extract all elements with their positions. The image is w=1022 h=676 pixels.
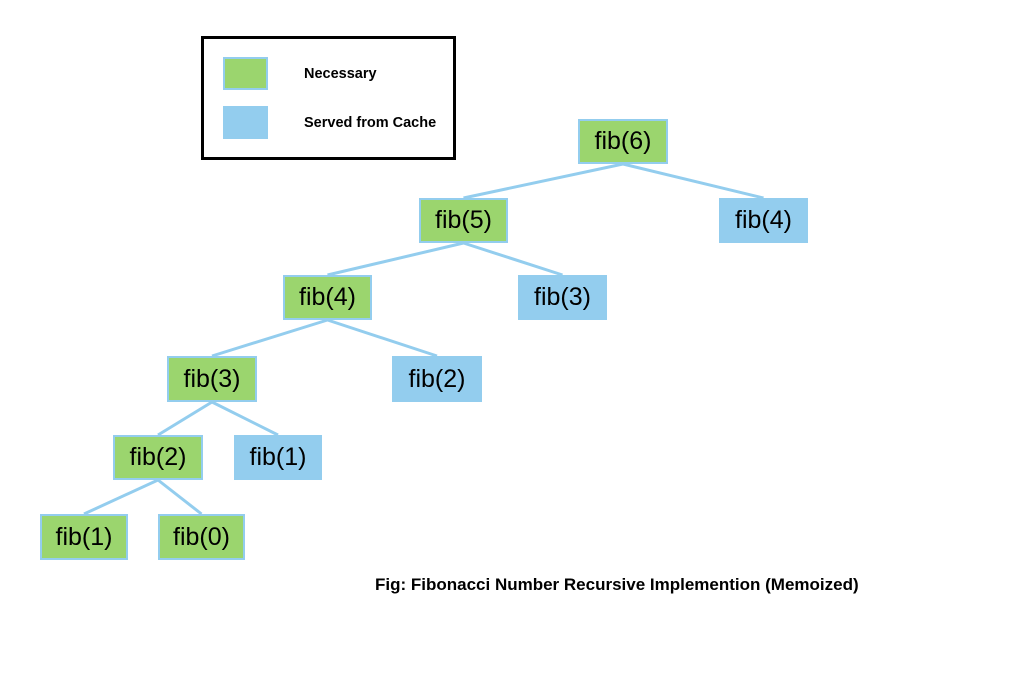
legend-row-cached: Served from Cache [223,106,436,139]
tree-edge-n1-n3 [327,241,464,277]
tree-edge-n0-n1 [463,162,624,200]
tree-node-label: fib(1) [249,443,307,471]
tree-node-label: fib(3) [534,283,591,311]
legend-box: Necessary Served from Cache [201,36,456,160]
tree-node-n9: fib(1) [40,514,128,560]
tree-node-label: fib(6) [594,127,652,155]
tree-node-n4: fib(3) [518,275,607,320]
tree-node-n6: fib(2) [392,356,482,402]
legend-label-cached: Served from Cache [304,114,437,131]
tree-edge-n5-n8 [211,400,279,437]
tree-node-n5: fib(3) [167,356,257,402]
figure-caption: Fig: Fibonacci Number Recursive Implemen… [375,575,859,594]
tree-node-n7: fib(2) [113,435,203,480]
tree-edge-n3-n5 [211,318,328,358]
tree-node-label: fib(4) [735,206,792,234]
tree-edge-n7-n9 [83,478,159,516]
tree-node-n10: fib(0) [158,514,245,560]
tree-node-n3: fib(4) [283,275,372,320]
tree-edge-n0-n2 [622,162,764,200]
tree-node-label: fib(0) [173,522,230,551]
tree-node-label: fib(4) [299,283,356,311]
tree-node-label: fib(3) [183,364,241,393]
tree-edge-n5-n7 [157,400,213,437]
legend-swatch-cached [223,106,268,139]
legend-row-necessary: Necessary [223,57,377,90]
tree-node-n0: fib(6) [578,119,668,164]
tree-node-label: fib(1) [55,522,113,551]
legend-label-necessary: Necessary [304,65,377,82]
tree-node-label: fib(2) [408,364,466,393]
legend-swatch-necessary [223,57,268,90]
tree-node-label: fib(5) [435,206,492,234]
tree-node-n2: fib(4) [719,198,808,243]
tree-edge-n7-n10 [157,478,203,516]
tree-edge-n3-n6 [327,318,438,358]
tree-edge-n1-n4 [463,241,563,277]
tree-node-n8: fib(1) [234,435,322,480]
tree-node-label: fib(2) [129,443,187,471]
tree-node-n1: fib(5) [419,198,508,243]
